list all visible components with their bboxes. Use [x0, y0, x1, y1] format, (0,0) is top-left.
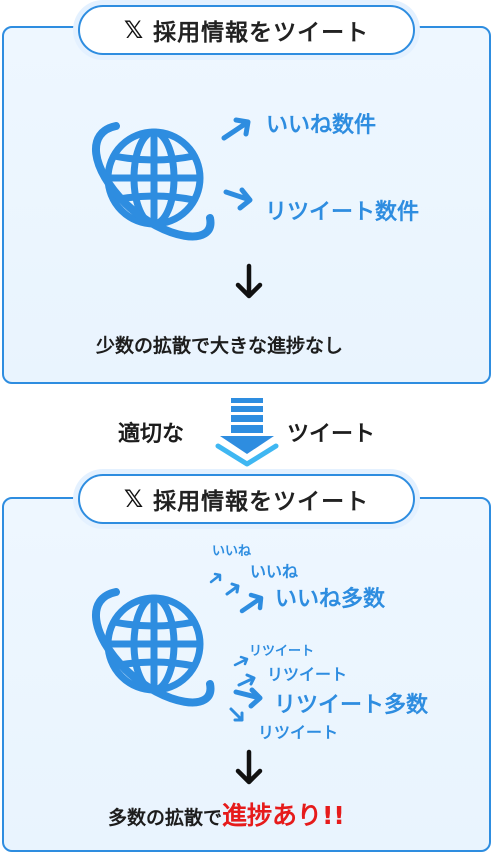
arrow-up-right-icon	[225, 582, 240, 596]
result-text-bottom: 多数の拡散で進捗あり!!	[108, 796, 345, 832]
arrow-up-right-icon	[221, 117, 251, 141]
stacked-down-arrow-icon	[215, 398, 279, 467]
rt-mid-label: リツイート	[267, 665, 348, 684]
globe-icon	[91, 122, 215, 241]
header-text-bottom: 採用情報をツイート	[153, 489, 370, 515]
arrow-down-icon	[235, 263, 263, 299]
arrow-up-right-icon	[239, 592, 264, 614]
result-text-top: 少数の拡散で大きな進捗なし	[96, 335, 344, 357]
arrow-right-icon	[233, 687, 263, 709]
header-text-top: 採用情報をツイート	[153, 20, 370, 46]
arrow-right-icon	[223, 187, 253, 211]
x-logo-icon: 𝕏	[123, 485, 144, 513]
rt-bottom-label: リツイート	[258, 723, 339, 742]
like-big-label: いいね多数	[275, 587, 386, 612]
retweets-label-top: リツイート数件	[265, 200, 420, 225]
like-mid-label: いいね	[250, 562, 299, 581]
result-prefix: 多数の拡散で	[108, 807, 223, 829]
like-small-label: いいね	[212, 544, 252, 559]
rt-big-label: リツイート多数	[274, 693, 429, 718]
arrow-down-right-icon	[229, 707, 244, 722]
arrow-up-right-icon	[233, 655, 249, 667]
header-pill-bottom: 𝕏 採用情報をツイート	[78, 474, 415, 524]
bottom-panel	[2, 497, 491, 852]
result-highlight: 進捗あり!!	[222, 801, 345, 830]
arrow-up-right-icon	[209, 572, 222, 584]
arrow-up-right-icon	[237, 673, 256, 687]
transition-left-text: 適切な	[118, 422, 185, 447]
arrow-down-icon	[235, 749, 263, 785]
likes-label-top: いいね数件	[266, 113, 377, 138]
x-logo-icon: 𝕏	[123, 16, 144, 44]
header-pill-top: 𝕏 採用情報をツイート	[78, 5, 415, 55]
globe-icon	[91, 588, 215, 707]
transition-right-text: ツイート	[287, 422, 376, 447]
rt-small-label: リツイート	[249, 644, 315, 659]
